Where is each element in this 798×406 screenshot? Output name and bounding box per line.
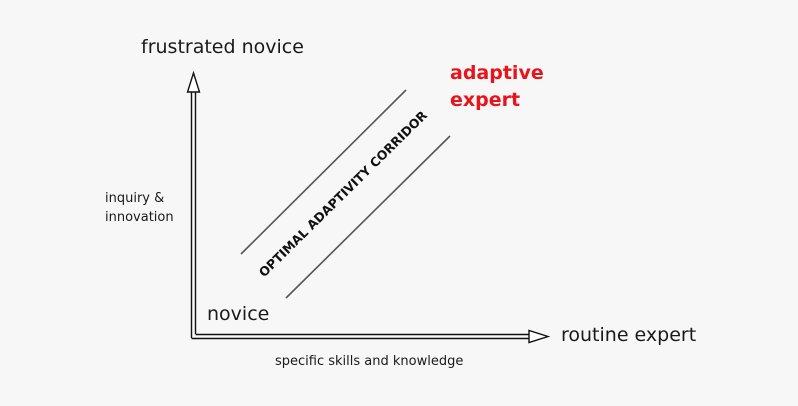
corridor-upper-line: [240, 89, 407, 255]
x-axis: [191, 329, 551, 344]
x-axis-arrowhead: [528, 329, 551, 344]
corridor-lower-line: [285, 135, 451, 299]
adaptivity-corridor: OPTIMAL ADAPTIVITY CORRIDOR: [240, 89, 451, 299]
y-axis: [186, 70, 201, 338]
y-axis-top-label: frustrated novice: [141, 36, 304, 58]
x-axis-end-label: routine expert: [561, 324, 696, 346]
adaptive-expert-label-line1: adaptive: [450, 62, 544, 84]
y-axis-side-label-line1: inquiry &: [105, 191, 164, 206]
x-axis-bottom-label: specific skills and knowledge: [275, 354, 463, 369]
origin-label: novice: [207, 303, 269, 325]
corridor-label: OPTIMAL ADAPTIVITY CORRIDOR: [256, 107, 431, 279]
y-axis-arrowhead: [186, 70, 201, 93]
adaptive-expert-label-line2: expert: [450, 89, 520, 111]
y-axis-side-label-line2: innovation: [105, 210, 174, 225]
